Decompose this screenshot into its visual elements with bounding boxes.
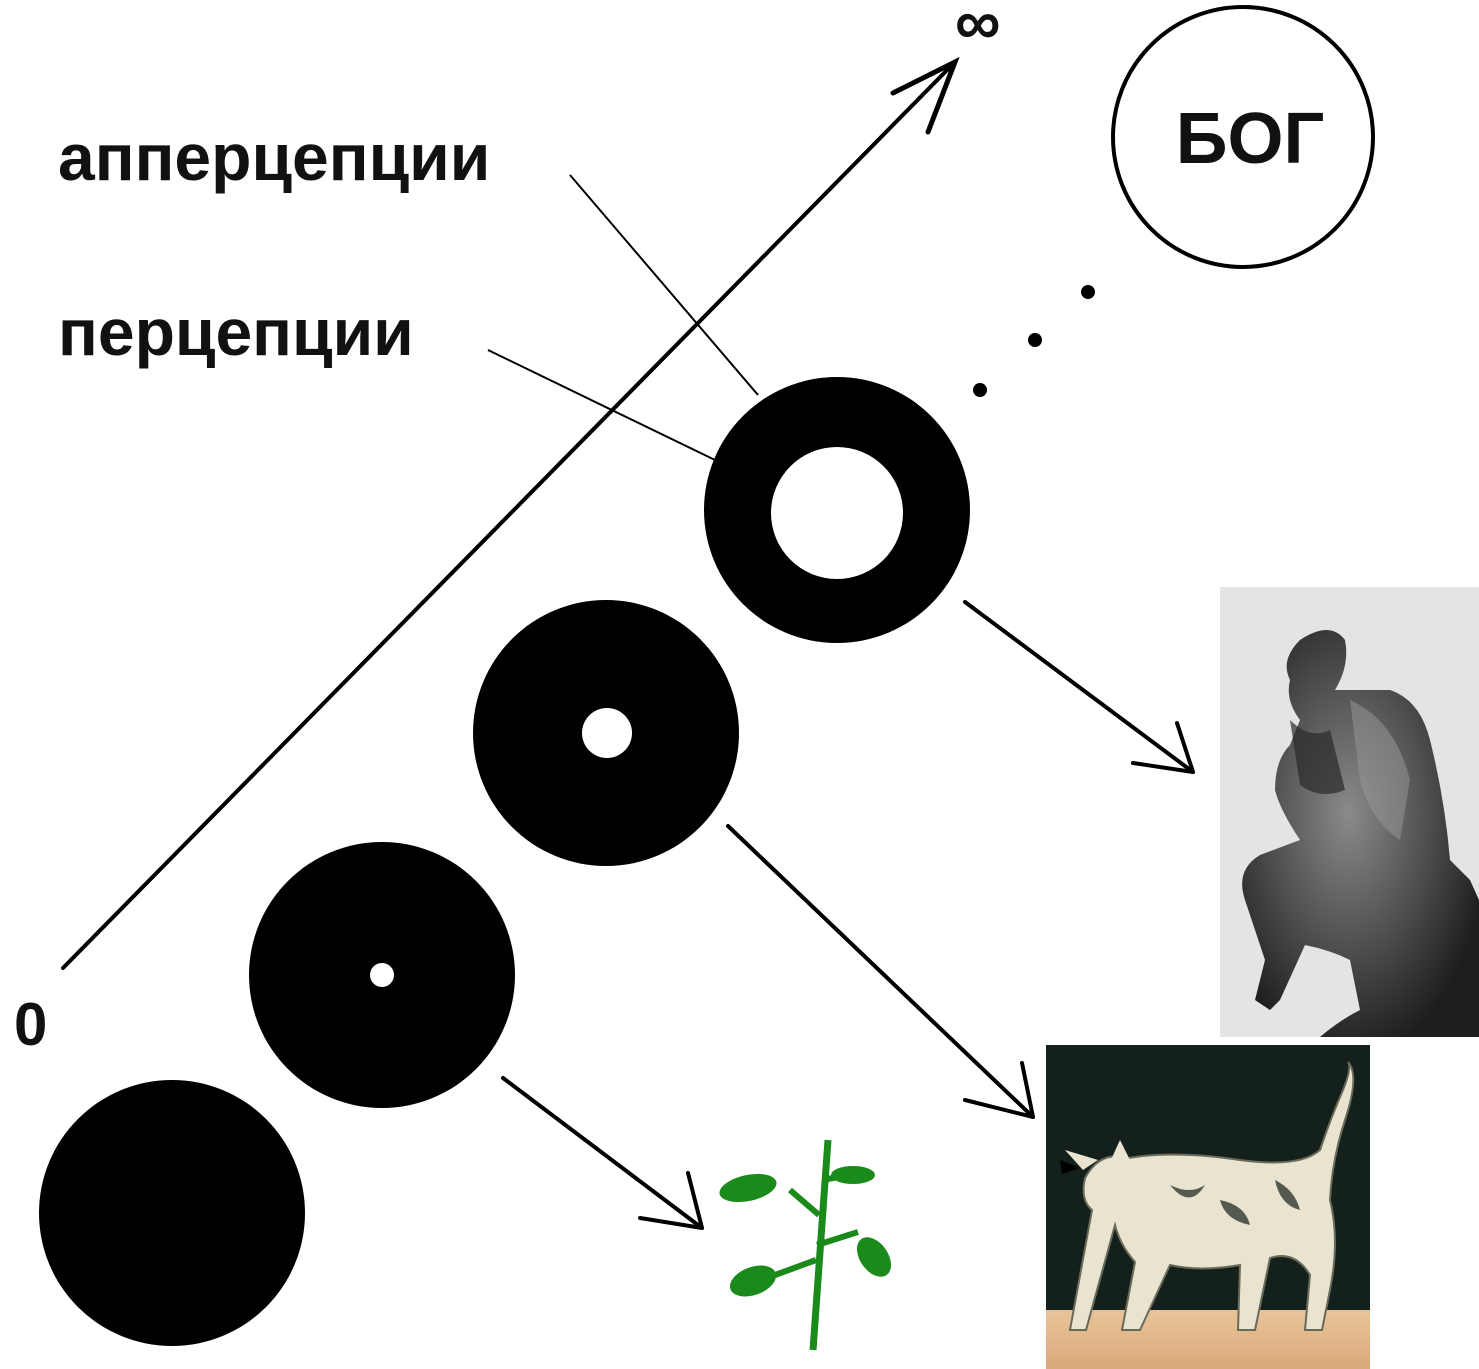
axis-zero-label: 0 xyxy=(14,991,47,1058)
apperceptions-label: апперцепции xyxy=(58,120,490,194)
monad-small-center xyxy=(473,600,739,866)
god-label: БОГ xyxy=(1176,99,1325,179)
monad-tiny-center xyxy=(249,842,515,1108)
perceptions-label: перцепции xyxy=(58,295,414,369)
monad-large-center xyxy=(704,377,970,643)
cat-photo xyxy=(1046,1045,1370,1369)
ellipsis-dots xyxy=(973,285,1095,397)
god-circle: БОГ xyxy=(1113,7,1373,267)
plant-icon xyxy=(717,1140,898,1350)
monad-solid xyxy=(39,1080,305,1346)
axis-infinity-label: ∞ xyxy=(955,0,1001,58)
thinker-statue-photo xyxy=(1220,587,1479,1037)
